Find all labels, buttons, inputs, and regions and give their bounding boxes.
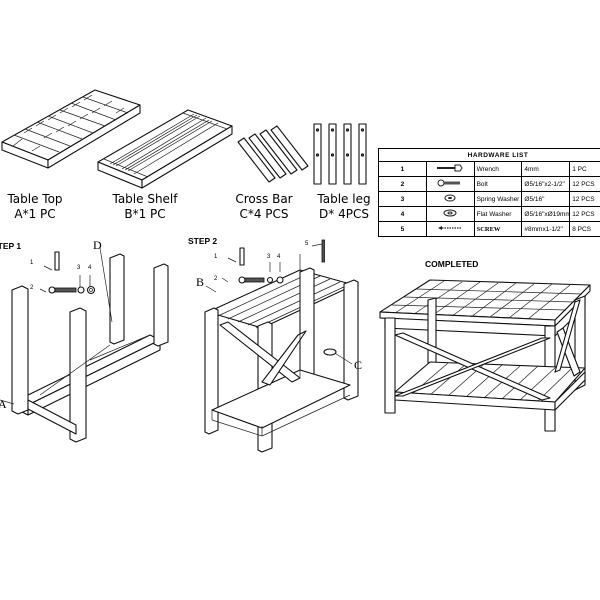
hardware-list-title: HARDWARE LIST bbox=[378, 148, 600, 162]
spring-washer-icon bbox=[425, 191, 475, 207]
row-index: 4 bbox=[378, 206, 427, 222]
part-qty: A*1 PC bbox=[14, 207, 56, 221]
hardware-list-table: HARDWARE LIST 1 Wrench 4mm 1 PC 2 Bolt Ø… bbox=[378, 148, 600, 237]
part-name: Table leg bbox=[317, 192, 371, 206]
row-name: Spring Washer bbox=[473, 191, 523, 207]
step1-callout-2: 2 bbox=[30, 285, 34, 291]
step1-illustration bbox=[0, 247, 169, 443]
table-row: 5 SCREW #8mmx1-1/2" 8 PCS bbox=[378, 221, 600, 237]
row-index: 3 bbox=[378, 191, 427, 207]
step2-callout-1: 1 bbox=[214, 254, 218, 260]
row-qty: 12 PCS bbox=[569, 191, 600, 207]
row-qty: 12 PCS bbox=[569, 176, 600, 192]
part-qty: C*4 PCS bbox=[239, 207, 289, 221]
step1-callout-3: 3 bbox=[77, 265, 81, 271]
step2-callout-3: 3 bbox=[267, 254, 271, 260]
step2-callout-5: 5 bbox=[305, 241, 309, 247]
row-index: 2 bbox=[378, 176, 427, 192]
row-index: 1 bbox=[378, 161, 427, 177]
step1-callout-4: 4 bbox=[88, 265, 92, 271]
step1-callout-1: 1 bbox=[30, 260, 34, 266]
row-spec: Ø5/16"xØ19mm bbox=[521, 206, 571, 222]
row-name: Wrench bbox=[473, 161, 523, 177]
part-qty: D* 4PCS bbox=[319, 207, 369, 221]
flat-washer-icon bbox=[425, 206, 475, 222]
step2-label-c: C bbox=[354, 358, 363, 372]
table-top-illustration bbox=[1, 89, 141, 169]
row-qty: 12 PCS bbox=[569, 206, 600, 222]
step2-title: STEP 2 bbox=[188, 236, 218, 246]
row-spec: Ø5/16" bbox=[521, 191, 571, 207]
completed-title: COMPLETED bbox=[425, 259, 479, 269]
part-qty: B*1 PC bbox=[124, 207, 166, 221]
part-label-cross-bar: Cross Bar C*4 PCS bbox=[228, 192, 300, 222]
row-name: SCREW bbox=[473, 221, 523, 237]
step2-callout-4: 4 bbox=[277, 254, 281, 260]
part-name: Cross Bar bbox=[235, 192, 293, 206]
step1-title: STEP 1 bbox=[0, 241, 22, 251]
part-label-table-top: Table Top A*1 PC bbox=[0, 192, 70, 222]
step2-callout-2: 2 bbox=[214, 276, 218, 282]
bolt-icon bbox=[425, 176, 475, 192]
row-index: 5 bbox=[378, 221, 427, 237]
part-label-table-shelf: Table Shelf B*1 PC bbox=[105, 192, 185, 222]
table-leg-illustration bbox=[313, 123, 367, 185]
screw-icon bbox=[425, 221, 475, 237]
step2-label-b: B bbox=[196, 275, 205, 289]
table-row: 1 Wrench 4mm 1 PC bbox=[378, 161, 600, 177]
step2-illustration bbox=[204, 239, 359, 453]
completed-table-illustration bbox=[379, 279, 591, 432]
step1-label-a: A bbox=[0, 397, 7, 411]
row-spec: #8mmx1-1/2" bbox=[521, 221, 571, 237]
row-name: Flat Washer bbox=[473, 206, 523, 222]
table-row: 4 Flat Washer Ø5/16"xØ19mm 12 PCS bbox=[378, 206, 600, 222]
row-spec: Ø5/16"x2-1/2" bbox=[521, 176, 571, 192]
row-name: Bolt bbox=[473, 176, 523, 192]
part-name: Table Shelf bbox=[112, 192, 178, 206]
row-qty: 8 PCS bbox=[569, 221, 600, 237]
row-qty: 1 PC bbox=[569, 161, 600, 177]
table-row: 3 Spring Washer Ø5/16" 12 PCS bbox=[378, 191, 600, 207]
table-row: 2 Bolt Ø5/16"x2-1/2" 12 PCS bbox=[378, 176, 600, 192]
cross-bar-illustration bbox=[237, 125, 309, 183]
row-spec: 4mm bbox=[521, 161, 571, 177]
table-shelf-illustration bbox=[97, 109, 233, 189]
step1-label-d: D bbox=[93, 238, 102, 252]
part-name: Table Top bbox=[7, 192, 63, 206]
wrench-icon bbox=[425, 161, 475, 177]
part-label-table-leg: Table leg D* 4PCS bbox=[310, 192, 378, 222]
